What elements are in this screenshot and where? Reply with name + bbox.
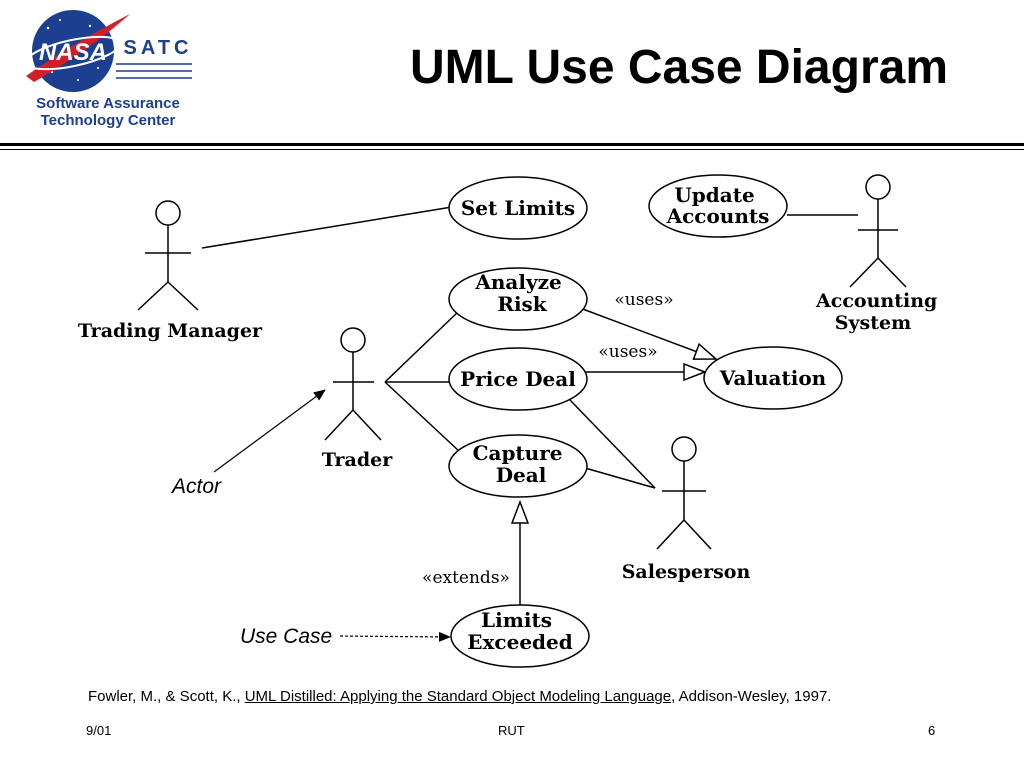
svg-text:Set Limits: Set Limits [461, 196, 575, 220]
actor-callout-label: Actor [170, 475, 222, 498]
svg-text:Price Deal: Price Deal [460, 367, 576, 391]
actor-accounting-system-figure [849, 174, 907, 288]
actor-salesperson-label: Salesperson [622, 561, 751, 583]
svg-text:Update Accounts: Update Accounts [666, 183, 770, 228]
association-capturedeal-salesperson [584, 467, 656, 489]
usecase-capture-deal-label-1: Capture [473, 441, 563, 465]
uses-arrow-analyzerisk-valuation [579, 307, 716, 359]
association-trader-analyzerisk [384, 309, 461, 383]
actor-callout-arrow [213, 389, 326, 473]
svg-text:Capture Deal: Capture Deal [473, 441, 570, 487]
actor-trading-manager-figure [137, 200, 199, 311]
citation-authors: Fowler, M., & Scott, K., [88, 688, 245, 705]
usecase-price-deal-label: Price Deal [460, 367, 576, 391]
citation-publisher: , Addison-Wesley, 1997. [671, 688, 832, 705]
usecase-analyze-risk-label-2: Risk [497, 292, 547, 316]
usecase-capture-deal [448, 434, 588, 498]
uses-label-2: «uses» [598, 342, 657, 362]
usecase-analyze-risk-label-1: Analyze [474, 270, 561, 294]
usecase-set-limits-label: Set Limits [461, 196, 575, 220]
use-case-diagram: «uses» «uses» «extends» Set Limits Updat… [78, 174, 944, 668]
nasa-swoosh-icon [26, 14, 130, 82]
nasa-satc-logo: NASA SATC Software Assurance Technology … [24, 10, 193, 129]
association-pricedeal-salesperson [569, 399, 656, 489]
actor-salesperson-figure [656, 436, 712, 550]
actor-trading-manager-label: Trading Manager [78, 320, 263, 342]
usecase-limits-exceeded-label-2: Exceeded [467, 630, 573, 654]
actor-accounting-system-label-2: System [835, 312, 911, 334]
usecase-valuation-label: Valuation [719, 366, 827, 390]
association-trader-capturedeal [384, 381, 461, 453]
title-divider-thin [0, 149, 1024, 150]
satc-wordmark: SATC [124, 37, 193, 59]
usecase-update-accounts [648, 174, 788, 238]
logo-line-2: Technology Center [41, 112, 176, 129]
actor-accounting-system-label-1: Accounting [815, 290, 937, 312]
usecase-update-accounts-label-2: Accounts [666, 204, 770, 228]
usecase-limits-exceeded [450, 604, 590, 668]
logo-line-1: Software Assurance [36, 95, 180, 112]
usecase-limits-exceeded-label-1: Limits [481, 608, 552, 632]
svg-text:Valuation: Valuation [719, 366, 827, 390]
footer-center: RUT [498, 723, 525, 738]
svg-text:Accounting System: Accounting System [815, 290, 944, 334]
usecase-price-deal [448, 347, 588, 411]
citation-book-title: UML Distilled: Applying the Standard Obj… [244, 688, 672, 705]
title-divider [0, 143, 1024, 146]
slide-title: UML Use Case Diagram [410, 41, 948, 94]
uses-label-1: «uses» [614, 290, 673, 310]
usecase-update-accounts-label-1: Update [674, 183, 754, 207]
svg-text:Limits Exceeded: Limits Exceeded [467, 608, 573, 654]
page-number: 6 [928, 723, 936, 738]
extends-label: «extends» [422, 568, 510, 588]
actor-trader-figure [324, 327, 382, 441]
actor-trader-label: Trader [322, 449, 393, 471]
usecase-analyze-risk [448, 267, 588, 331]
usecase-capture-deal-label-2: Deal [496, 463, 547, 487]
svg-text:Analyze Risk: Analyze Risk [474, 270, 568, 316]
nasa-wordmark: NASA [39, 39, 107, 66]
use-case-callout-label: Use Case [240, 625, 332, 648]
association-tradingmanager-setlimits [201, 206, 453, 249]
citation: Fowler, M., & Scott, K., UML Distilled: … [88, 688, 831, 705]
footer-date: 9/01 [86, 723, 112, 738]
usecase-valuation [703, 346, 843, 410]
use-case-callout-arrow [339, 631, 451, 642]
usecase-set-limits [448, 176, 588, 240]
